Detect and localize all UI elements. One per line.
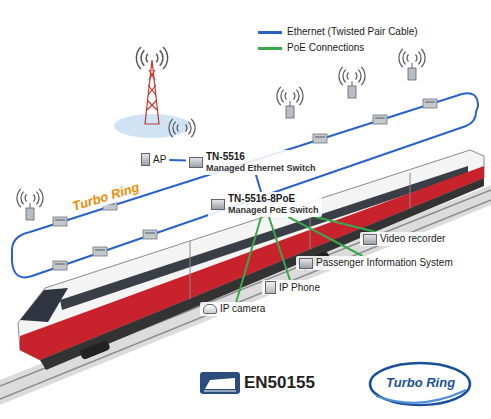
text-column: TN-5516-8PoEManaged PoE Switch <box>228 193 319 216</box>
device-icon <box>299 258 313 269</box>
network-cable <box>256 175 261 192</box>
train <box>18 150 484 370</box>
video-recorder: Video recorder <box>360 232 448 246</box>
legend-line <box>258 31 282 34</box>
text-column: IP Phone <box>279 282 320 294</box>
turbo-ring-logo-text: Turbo Ring <box>386 375 455 391</box>
turbo-ring-logo <box>370 363 470 405</box>
en50155-logo-icon <box>200 372 240 394</box>
device-icon <box>265 281 276 294</box>
ip-camera: IP camera <box>200 302 268 316</box>
ethernet-switch: TN-5516Managed Ethernet Switch <box>186 150 319 175</box>
legend-entry: PoE Connections <box>258 42 364 54</box>
ring-name: Turbo Ring <box>68 178 144 215</box>
device-name: AP <box>153 154 166 166</box>
device-icon <box>141 153 150 166</box>
device-name: IP camera <box>220 303 265 315</box>
device-icon <box>203 304 217 314</box>
passenger-info-system: Passenger Information System <box>296 256 456 270</box>
network-cable <box>236 217 261 302</box>
device-description: Managed Ethernet Switch <box>206 163 316 174</box>
poe-switch: TN-5516-8PoEManaged PoE Switch <box>208 192 322 217</box>
network-cable <box>269 217 290 280</box>
network-cable <box>315 217 376 232</box>
network-cable <box>169 159 186 161</box>
ip-phone: IP Phone <box>262 280 323 295</box>
legend-text: PoE Connections <box>287 42 364 54</box>
legend-line <box>258 47 282 50</box>
text-column: TN-5516Managed Ethernet Switch <box>206 151 316 174</box>
device-name: Passenger Information System <box>316 257 453 269</box>
device-icon <box>189 157 203 168</box>
network-cable <box>288 217 362 256</box>
device-icon <box>363 234 377 245</box>
text-column: AP <box>153 154 166 166</box>
text-column: Video recorder <box>380 233 445 245</box>
device-description: Managed PoE Switch <box>228 205 319 216</box>
legend-text: Ethernet (Twisted Pair Cable) <box>287 26 418 38</box>
text-column: Passenger Information System <box>316 257 453 269</box>
device-icon <box>211 199 225 210</box>
device-name: TN-5516-8PoE <box>228 193 319 205</box>
legend-entry: Ethernet (Twisted Pair Cable) <box>258 26 418 38</box>
standard-logo-text: EN50155 <box>244 373 315 393</box>
device-name: IP Phone <box>279 282 320 294</box>
radio-tower <box>145 60 159 124</box>
text-column: IP camera <box>220 303 265 315</box>
device-name: Video recorder <box>380 233 445 245</box>
wireless-signal <box>136 47 167 69</box>
tower-base <box>114 114 190 138</box>
device-name: TN-5516 <box>206 151 316 163</box>
access-point: AP <box>138 152 169 167</box>
